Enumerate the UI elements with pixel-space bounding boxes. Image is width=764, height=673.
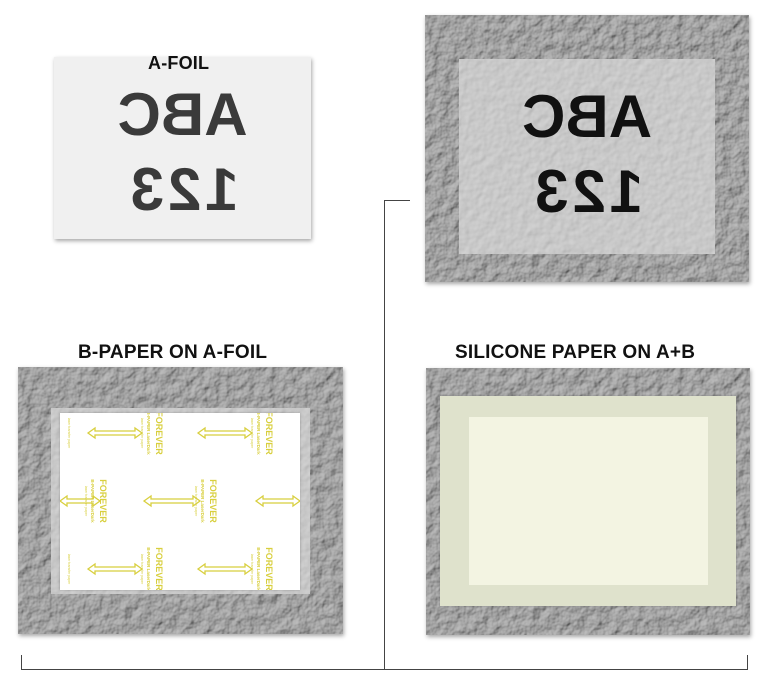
silicone-paper-panel	[426, 368, 750, 635]
b-paper-arrow-mark	[254, 494, 300, 508]
b-paper-sub-text: B-PAPER LaserDark	[146, 547, 151, 590]
a-foil-on-texture: ABC 123	[459, 59, 715, 254]
connector-vertical	[384, 200, 385, 670]
bracket-right-tick	[747, 655, 748, 670]
b-paper-sub-text: B-PAPER LaserDark	[90, 479, 95, 523]
silicone-paper-inner	[469, 417, 708, 585]
b-paper-brand-text: FOREVER	[98, 479, 108, 523]
a-foil-sheet: ABC 123	[54, 57, 311, 239]
connector-horizontal-top	[384, 200, 410, 201]
bracket-left-tick	[21, 655, 22, 670]
b-paper-fine-text: laser transfer paper	[84, 486, 88, 517]
b-paper-fine-text: laser transfer paper	[67, 418, 71, 449]
texture-mirror-123: 123	[530, 158, 644, 225]
b-paper-fine-text: laser transfer paper	[194, 486, 198, 517]
texture-mirror-abc: ABC	[522, 83, 652, 150]
a-foil-on-texture-panel: ABC 123	[425, 15, 749, 282]
b-paper-brand-text: FOREVER	[264, 547, 274, 590]
b-paper-arrow-mark	[142, 494, 202, 508]
b-paper-arrow-mark	[60, 494, 102, 508]
b-paper-brand-text: FOREVER	[264, 413, 274, 455]
a-foil-mirror-123: 123	[126, 156, 239, 223]
silicone-label: SILICONE PAPER ON A+B	[455, 342, 696, 363]
b-paper-brand-text: FOREVER	[154, 413, 164, 455]
b-paper-sub-text: B-PAPER LaserDark	[200, 479, 205, 523]
a-foil-label: A-FOIL	[148, 53, 210, 73]
b-paper-fine-text: laser transfer paper	[67, 554, 71, 585]
b-paper-brand-text: FOREVER	[154, 547, 164, 590]
b-paper-arrow-mark	[86, 562, 144, 576]
b-paper-arrow-mark	[196, 426, 254, 440]
b-paper-sub-text: B-PAPER LaserDark	[256, 413, 261, 455]
b-paper-brand-text: FOREVER	[208, 479, 218, 523]
b-paper-arrow-mark	[86, 426, 144, 440]
a-foil-mirror-abc: ABC	[117, 81, 248, 148]
b-paper-sub-text: B-PAPER LaserDark	[256, 547, 261, 590]
b-paper-sub-text: B-PAPER LaserDark	[146, 413, 151, 455]
bracket-bottom	[21, 669, 748, 670]
b-paper-label: B-PAPER ON A-FOIL	[78, 342, 268, 363]
b-paper-arrow-mark	[196, 562, 254, 576]
